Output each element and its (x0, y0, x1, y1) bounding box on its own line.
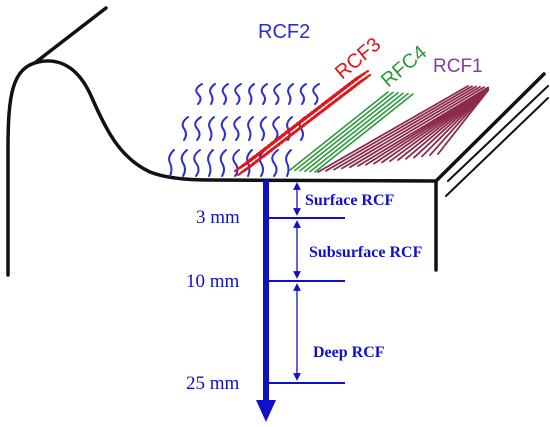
rcf2-crack (271, 149, 279, 177)
rcf2-crack (287, 83, 294, 105)
rcf2-crack (208, 116, 215, 141)
rail-edge-right-1 (434, 72, 546, 183)
rcf2-crack (181, 116, 189, 141)
rcf1-crack-zone (317, 85, 489, 173)
rcf1-crack (405, 88, 489, 160)
depth-axis (256, 180, 345, 422)
rcf2-crack (232, 149, 240, 177)
rcf2-crack (259, 116, 267, 141)
rcf2-crack (219, 149, 227, 177)
rfc4-crack (309, 92, 409, 173)
rcf2-crack (207, 149, 214, 177)
rcf2-crack (312, 83, 320, 105)
rcf3-crack (353, 69, 370, 81)
rcf1-crack (397, 88, 489, 161)
rcf2-crack (272, 116, 280, 141)
zone-label-subsurface: Subsurface RCF (309, 244, 423, 261)
rfc4-crack-zone (289, 91, 414, 173)
depth-label-3mm: 3 mm (196, 207, 240, 228)
rfc4-crack (289, 91, 389, 171)
rcf2-crack (285, 149, 292, 177)
rail-outline (6, 59, 438, 277)
rcf1-label: RCF1 (433, 56, 483, 77)
rail-edge-left (34, 6, 108, 64)
rail-edge-right-2 (447, 85, 549, 182)
rfc4-crack (294, 91, 394, 172)
rcf1-crack (429, 89, 489, 157)
rcf2-crack-zone (168, 83, 320, 177)
rcf2-crack (247, 116, 254, 141)
zone-label-surface: Surface RCF (305, 192, 395, 209)
rfc4-crack (299, 92, 399, 172)
rcf2-crack (195, 83, 203, 105)
rcf2-crack (193, 149, 201, 177)
rcf2-crack (194, 116, 202, 141)
rcf2-crack (234, 83, 242, 105)
rail-edge-right-3 (445, 97, 549, 197)
rcf1-crack (341, 86, 481, 170)
rcf1-crack (421, 89, 489, 158)
rfc4-crack (304, 92, 404, 172)
rcf1-crack (325, 85, 473, 172)
rcf2-crack (209, 83, 216, 105)
rcf2-crack (233, 116, 241, 141)
rcf2-label: RCF2 (258, 21, 310, 43)
rcf2-crack (273, 83, 281, 105)
rcf1-crack (349, 86, 485, 169)
zone-label-deep: Deep RCF (313, 344, 385, 361)
rcf1-crack (317, 85, 469, 173)
rcf2-crack (260, 83, 268, 105)
rail-profile (6, 6, 549, 277)
rcf2-crack (248, 83, 255, 105)
rcf1-crack (437, 89, 489, 155)
rcf2-crack (221, 83, 229, 105)
rcf3-crack-zone (233, 69, 372, 177)
rfc4-label: RFC4 (377, 41, 431, 91)
depth-label-25mm: 25 mm (186, 373, 240, 394)
rcf1-crack (413, 88, 489, 159)
rcf2-crack (220, 116, 228, 141)
depth-axis-arrowhead (256, 400, 276, 422)
rcf3-crack (356, 73, 372, 85)
rfc4-crack (314, 93, 414, 173)
rcf2-crack (180, 149, 188, 177)
rcf1-crack (333, 85, 477, 171)
rcf2-crack (168, 149, 175, 177)
depth-label-10mm: 10 mm (186, 271, 240, 292)
rcf2-crack (299, 83, 307, 105)
